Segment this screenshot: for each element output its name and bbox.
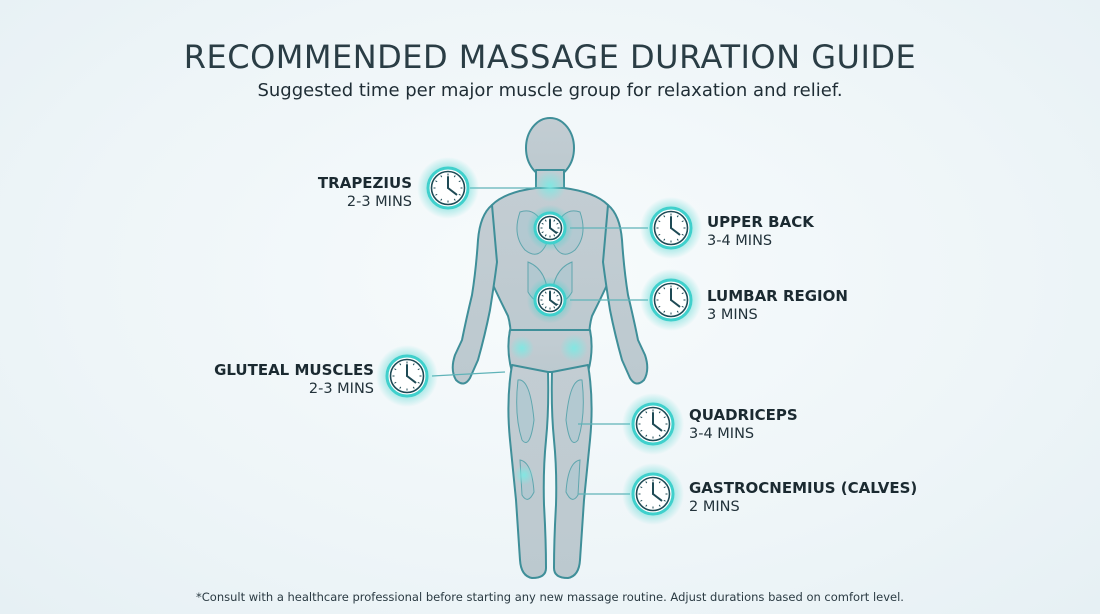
muscle-name: LUMBAR REGION bbox=[707, 287, 848, 305]
label-quadriceps: QUADRICEPS 3-4 MINS bbox=[689, 406, 798, 443]
muscle-duration: 3-4 MINS bbox=[707, 232, 773, 249]
highlight-spots bbox=[510, 170, 588, 485]
disclaimer-footnote: *Consult with a healthcare professional … bbox=[196, 590, 904, 604]
muscle-duration: 3 MINS bbox=[707, 306, 758, 323]
label-trapezius: TRAPEZIUS 2-3 MINS bbox=[318, 174, 412, 211]
clock-icon bbox=[622, 393, 684, 455]
connector-gluteal bbox=[431, 371, 506, 377]
clock-icon bbox=[622, 463, 684, 525]
muscle-duration: 2-3 MINS bbox=[308, 380, 374, 397]
muscle-duration: 3-4 MINS bbox=[689, 425, 755, 442]
clock-icon bbox=[526, 276, 574, 324]
muscle-name: GASTROCNEMIUS (CALVES) bbox=[689, 479, 918, 497]
clock-icon bbox=[417, 157, 479, 219]
connector-lines bbox=[431, 187, 648, 495]
muscle-duration: 2 MINS bbox=[689, 498, 740, 515]
muscle-name: GLUTEAL MUSCLES bbox=[214, 361, 374, 379]
page-title: RECOMMENDED MASSAGE DURATION GUIDE bbox=[183, 38, 917, 76]
page-subtitle: Suggested time per major muscle group fo… bbox=[257, 80, 843, 101]
muscle-duration: 2-3 MINS bbox=[346, 193, 412, 210]
label-upper-back: UPPER BACK 3-4 MINS bbox=[707, 213, 814, 250]
muscle-name: TRAPEZIUS bbox=[317, 174, 412, 192]
left-arm bbox=[451, 204, 498, 385]
clock-icon bbox=[526, 204, 574, 252]
clock-icon bbox=[376, 345, 438, 407]
label-lumbar-region: LUMBAR REGION 3 MINS bbox=[707, 287, 848, 324]
label-gastrocnemius: GASTROCNEMIUS (CALVES) 2 MINS bbox=[689, 479, 917, 516]
label-gluteal-muscles: GLUTEAL MUSCLES 2-3 MINS bbox=[214, 361, 374, 398]
muscle-name: UPPER BACK bbox=[707, 213, 814, 231]
clock-icon bbox=[640, 269, 702, 331]
clock-icon bbox=[640, 197, 702, 259]
muscle-name: QUADRICEPS bbox=[689, 406, 798, 424]
right-arm bbox=[602, 204, 649, 385]
